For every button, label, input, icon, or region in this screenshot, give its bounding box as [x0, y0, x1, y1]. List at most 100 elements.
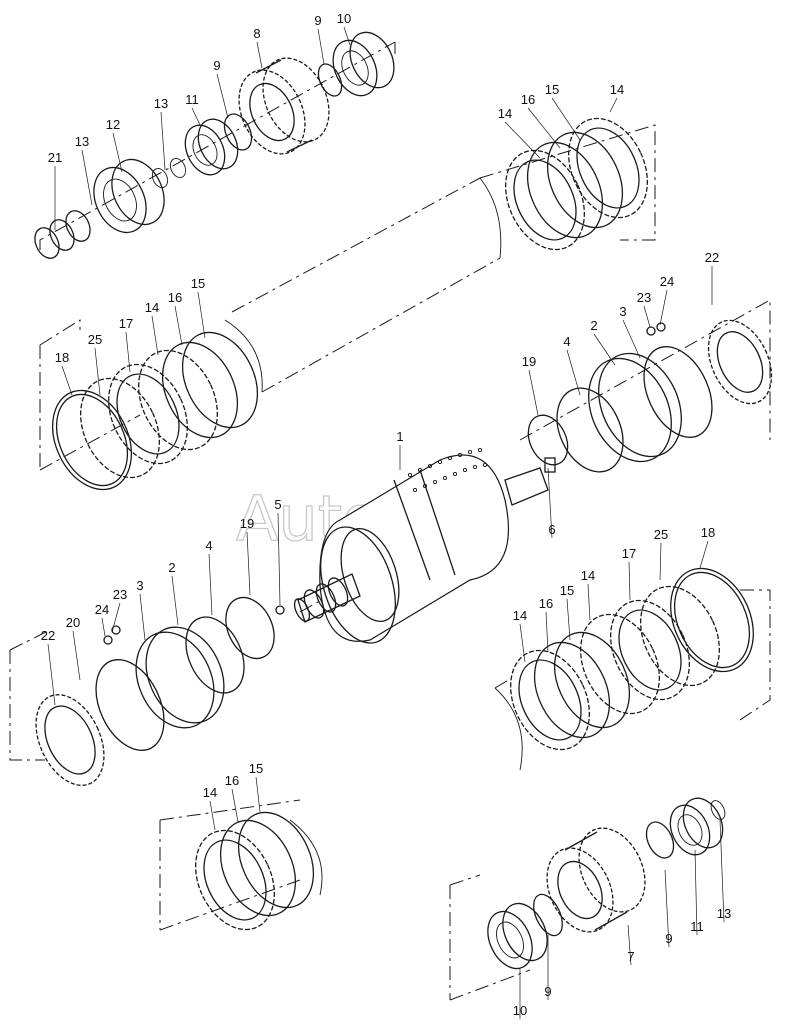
- leader-line: [216, 73, 229, 119]
- part-number-label: 17: [622, 546, 636, 561]
- part-number-label: 6: [548, 522, 555, 537]
- leader-line: [209, 800, 216, 831]
- part-number-label: 8: [253, 26, 260, 41]
- leader-line: [622, 319, 641, 359]
- part-number-label: 9: [213, 58, 220, 73]
- part-number-label: 14: [513, 608, 527, 623]
- leader-line: [197, 291, 206, 339]
- part-number-label: 17: [119, 316, 133, 331]
- part-number-label: 12: [106, 117, 120, 132]
- leader-line: [151, 315, 159, 356]
- part-number-label: 15: [560, 583, 574, 598]
- part-number-label: 22: [41, 628, 55, 643]
- part-number-label: 11: [690, 919, 704, 934]
- part-number-label: 18: [701, 525, 715, 540]
- leader-line: [566, 598, 571, 641]
- leader-line: [277, 512, 281, 606]
- part-number-label: 9: [314, 13, 321, 28]
- part-number-label: 16: [539, 596, 553, 611]
- leader-line: [609, 97, 618, 113]
- part-number-label: 19: [522, 354, 536, 369]
- part-number-label: 21: [48, 150, 62, 165]
- leader-line: [72, 630, 81, 681]
- leader-line: [566, 349, 581, 396]
- leader-line: [112, 132, 123, 173]
- part-number-label: 14: [581, 568, 595, 583]
- part-number-label: 14: [498, 106, 512, 121]
- leader-line: [627, 924, 632, 966]
- part-number-label: 11: [185, 92, 199, 107]
- leader-line: [628, 561, 631, 601]
- part-number-label: 15: [191, 276, 205, 291]
- leader-line: [139, 593, 146, 641]
- leader-line: [231, 788, 239, 823]
- leader-line: [160, 111, 166, 171]
- part-number-label: 25: [88, 332, 102, 347]
- part-number-label: 16: [225, 773, 239, 788]
- upper-clutch-pack-right: [479, 117, 648, 259]
- leader-line: [81, 149, 93, 206]
- part-number-label: 9: [665, 931, 672, 946]
- leader-line: [111, 602, 121, 633]
- part-number-label: 9: [544, 984, 551, 999]
- leader-line: [174, 305, 183, 346]
- part-number-label: 2: [590, 318, 597, 333]
- leader-line: [528, 369, 539, 416]
- part-number-label: 1: [396, 429, 403, 444]
- lower-piston-assembly: [35, 625, 225, 786]
- part-number-label: 5: [274, 497, 281, 512]
- part-number-label: 23: [637, 290, 651, 305]
- part-number-label: 18: [55, 350, 69, 365]
- leader-line: [191, 107, 201, 126]
- part-number-label: 10: [337, 11, 351, 26]
- leader-line: [246, 531, 251, 596]
- part-number-label: 13: [717, 906, 731, 921]
- part-number-label: 2: [168, 560, 175, 575]
- part-number-label: 3: [136, 578, 143, 593]
- leader-line: [208, 553, 213, 616]
- part-number-label: 14: [203, 785, 217, 800]
- leader-line: [587, 583, 591, 621]
- bottom-gear-assembly: [487, 797, 726, 970]
- part-number-label: 7: [627, 949, 634, 964]
- leader-line: [343, 26, 351, 46]
- leader-line: [47, 643, 56, 706]
- leader-line: [519, 623, 526, 663]
- leader-line: [171, 575, 179, 626]
- part-number-label: 15: [249, 761, 263, 776]
- leader-line: [256, 41, 263, 69]
- part-number-label: 16: [168, 290, 182, 305]
- lower-clutch-pack-left: [195, 811, 323, 931]
- leader-line: [593, 333, 616, 366]
- leader-line: [643, 305, 651, 328]
- input-shaft: [185, 573, 361, 694]
- leader-line: [694, 849, 698, 936]
- leader-line: [504, 121, 541, 159]
- leader-line: [61, 365, 73, 396]
- leader-line: [255, 776, 261, 813]
- part-number-label: 24: [95, 602, 109, 617]
- part-number-label: 3: [619, 304, 626, 319]
- part-number-label: 19: [240, 516, 254, 531]
- part-number-label: 22: [705, 250, 719, 265]
- leader-line: [317, 28, 325, 65]
- part-number-label: 16: [521, 92, 535, 107]
- part-number-label: 24: [660, 274, 674, 289]
- part-number-label: 20: [66, 615, 80, 630]
- leader-line: [659, 289, 668, 326]
- leader-line: [699, 540, 709, 569]
- part-number-label: 23: [113, 587, 127, 602]
- leader-line: [551, 97, 581, 141]
- leader-line: [94, 347, 101, 396]
- part-number-label: 25: [654, 527, 668, 542]
- part-number-label: 14: [145, 300, 159, 315]
- leader-line: [664, 869, 670, 948]
- upper-piston-assembly: [527, 319, 773, 473]
- clutch-drum-1: [319, 447, 556, 644]
- leader-line: [101, 617, 106, 637]
- leader-line: [527, 107, 561, 149]
- part-number-label: 4: [205, 538, 212, 553]
- leader-line: [547, 467, 553, 539]
